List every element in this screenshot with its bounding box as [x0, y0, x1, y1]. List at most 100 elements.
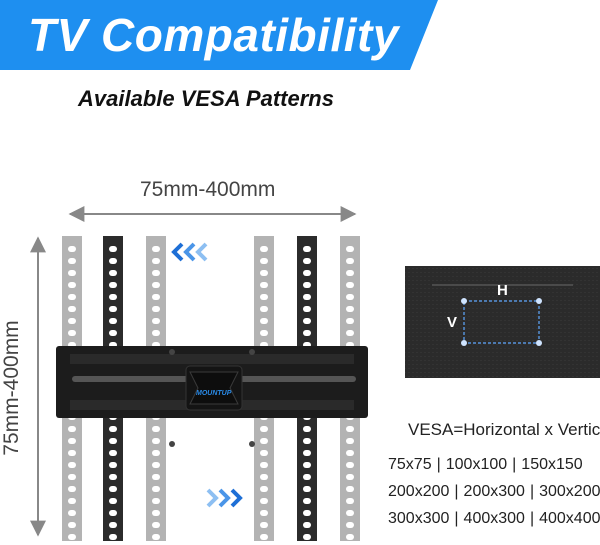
horizontal-label: H: [497, 282, 508, 299]
arm-hole: [152, 294, 160, 300]
arm-hole: [303, 330, 311, 336]
arm-hole: [260, 318, 268, 324]
arm-hole: [303, 474, 311, 480]
arm-hole: [68, 330, 76, 336]
arm-hole: [346, 450, 354, 456]
vesa-hole-pattern: [463, 300, 540, 344]
arm-hole: [68, 510, 76, 516]
arm-hole: [346, 282, 354, 288]
vesa-row: 200x200|200x300|300x200: [388, 483, 600, 501]
arm-hole: [260, 270, 268, 276]
arm-hole: [303, 294, 311, 300]
arm-hole: [109, 534, 117, 540]
arm-hole: [152, 426, 160, 432]
arm-hole: [346, 270, 354, 276]
arm-hole: [303, 270, 311, 276]
arm-hole: [109, 270, 117, 276]
arm-hole: [68, 258, 76, 264]
arm-hole: [260, 486, 268, 492]
arm-hole: [68, 534, 76, 540]
arm-hole: [303, 510, 311, 516]
arm-hole: [152, 534, 160, 540]
vesa-size: 100x100: [445, 456, 508, 473]
arm-hole: [68, 522, 76, 528]
arm-hole: [68, 450, 76, 456]
arm-hole: [109, 462, 117, 468]
arm-hole: [109, 258, 117, 264]
separator: |: [529, 510, 535, 527]
vesa-size: 300x300: [388, 510, 450, 527]
arm-hole: [68, 498, 76, 504]
arm-hole: [303, 534, 311, 540]
arm-hole: [152, 438, 160, 444]
arm-hole: [68, 246, 76, 252]
vesa-formula: VESA=Horizontal x Vertical: [408, 420, 600, 439]
separator: |: [529, 483, 535, 500]
arm-hole: [109, 486, 117, 492]
arm-hole: [260, 522, 268, 528]
arm-hole: [152, 462, 160, 468]
page-title: TV Compatibility: [28, 9, 399, 61]
arm-hole: [109, 306, 117, 312]
arm-hole: [303, 462, 311, 468]
arm-hole: [68, 462, 76, 468]
vertical-label: V: [447, 314, 458, 331]
arm-hole: [260, 258, 268, 264]
outward-arrows-icon: [206, 488, 243, 508]
arm-hole: [346, 438, 354, 444]
arm-hole: [152, 450, 160, 456]
vesa-row: 300x300|400x300|400x400: [388, 510, 600, 528]
arm-hole: [109, 438, 117, 444]
arm-hole: [303, 438, 311, 444]
arm-hole: [68, 426, 76, 432]
arm-hole: [303, 318, 311, 324]
arm-hole: [152, 246, 160, 252]
arm-hole: [152, 282, 160, 288]
arm-hole: [346, 306, 354, 312]
arm-hole: [346, 498, 354, 504]
arm-hole: [260, 330, 268, 336]
arm-hole: [68, 438, 76, 444]
header-banner: [0, 0, 438, 70]
arm-hole: [303, 486, 311, 492]
arm-hole: [346, 330, 354, 336]
arm-hole: [346, 318, 354, 324]
arm-hole: [260, 534, 268, 540]
wall-plate: MOUNTUP: [56, 346, 368, 447]
mountup-logo: MOUNTUP: [196, 390, 232, 397]
arm-hole: [152, 498, 160, 504]
arm-hole: [109, 330, 117, 336]
arm-hole: [68, 282, 76, 288]
arm-hole: [346, 474, 354, 480]
arm-hole: [109, 474, 117, 480]
vesa-size: 150x150: [521, 456, 583, 473]
arm-hole: [346, 258, 354, 264]
vesa-size: 300x200: [539, 483, 600, 500]
arm-hole: [260, 462, 268, 468]
arm-hole: [152, 522, 160, 528]
arm-hole: [260, 474, 268, 480]
arm-hole: [346, 462, 354, 468]
arm-hole: [260, 438, 268, 444]
vesa-row: 75x75|100x100|150x150: [388, 456, 600, 474]
arm-hole: [68, 306, 76, 312]
arm-hole: [152, 330, 160, 336]
arm-hole: [109, 426, 117, 432]
arm-hole: [303, 246, 311, 252]
arm-hole: [109, 450, 117, 456]
arm-hole: [109, 246, 117, 252]
arm-hole: [109, 282, 117, 288]
arm-hole: [260, 246, 268, 252]
horizontal-dimension-label: 75mm-400mm: [140, 178, 276, 201]
arm-hole: [109, 294, 117, 300]
arm-hole: [346, 426, 354, 432]
page-subtitle: Available VESA Patterns: [78, 86, 334, 111]
arm-hole: [303, 282, 311, 288]
arm-hole: [260, 450, 268, 456]
arm-hole: [152, 270, 160, 276]
tv-back-diagram: [405, 266, 600, 378]
separator: |: [454, 483, 459, 500]
arm-hole: [303, 522, 311, 528]
arm-hole: [260, 294, 268, 300]
